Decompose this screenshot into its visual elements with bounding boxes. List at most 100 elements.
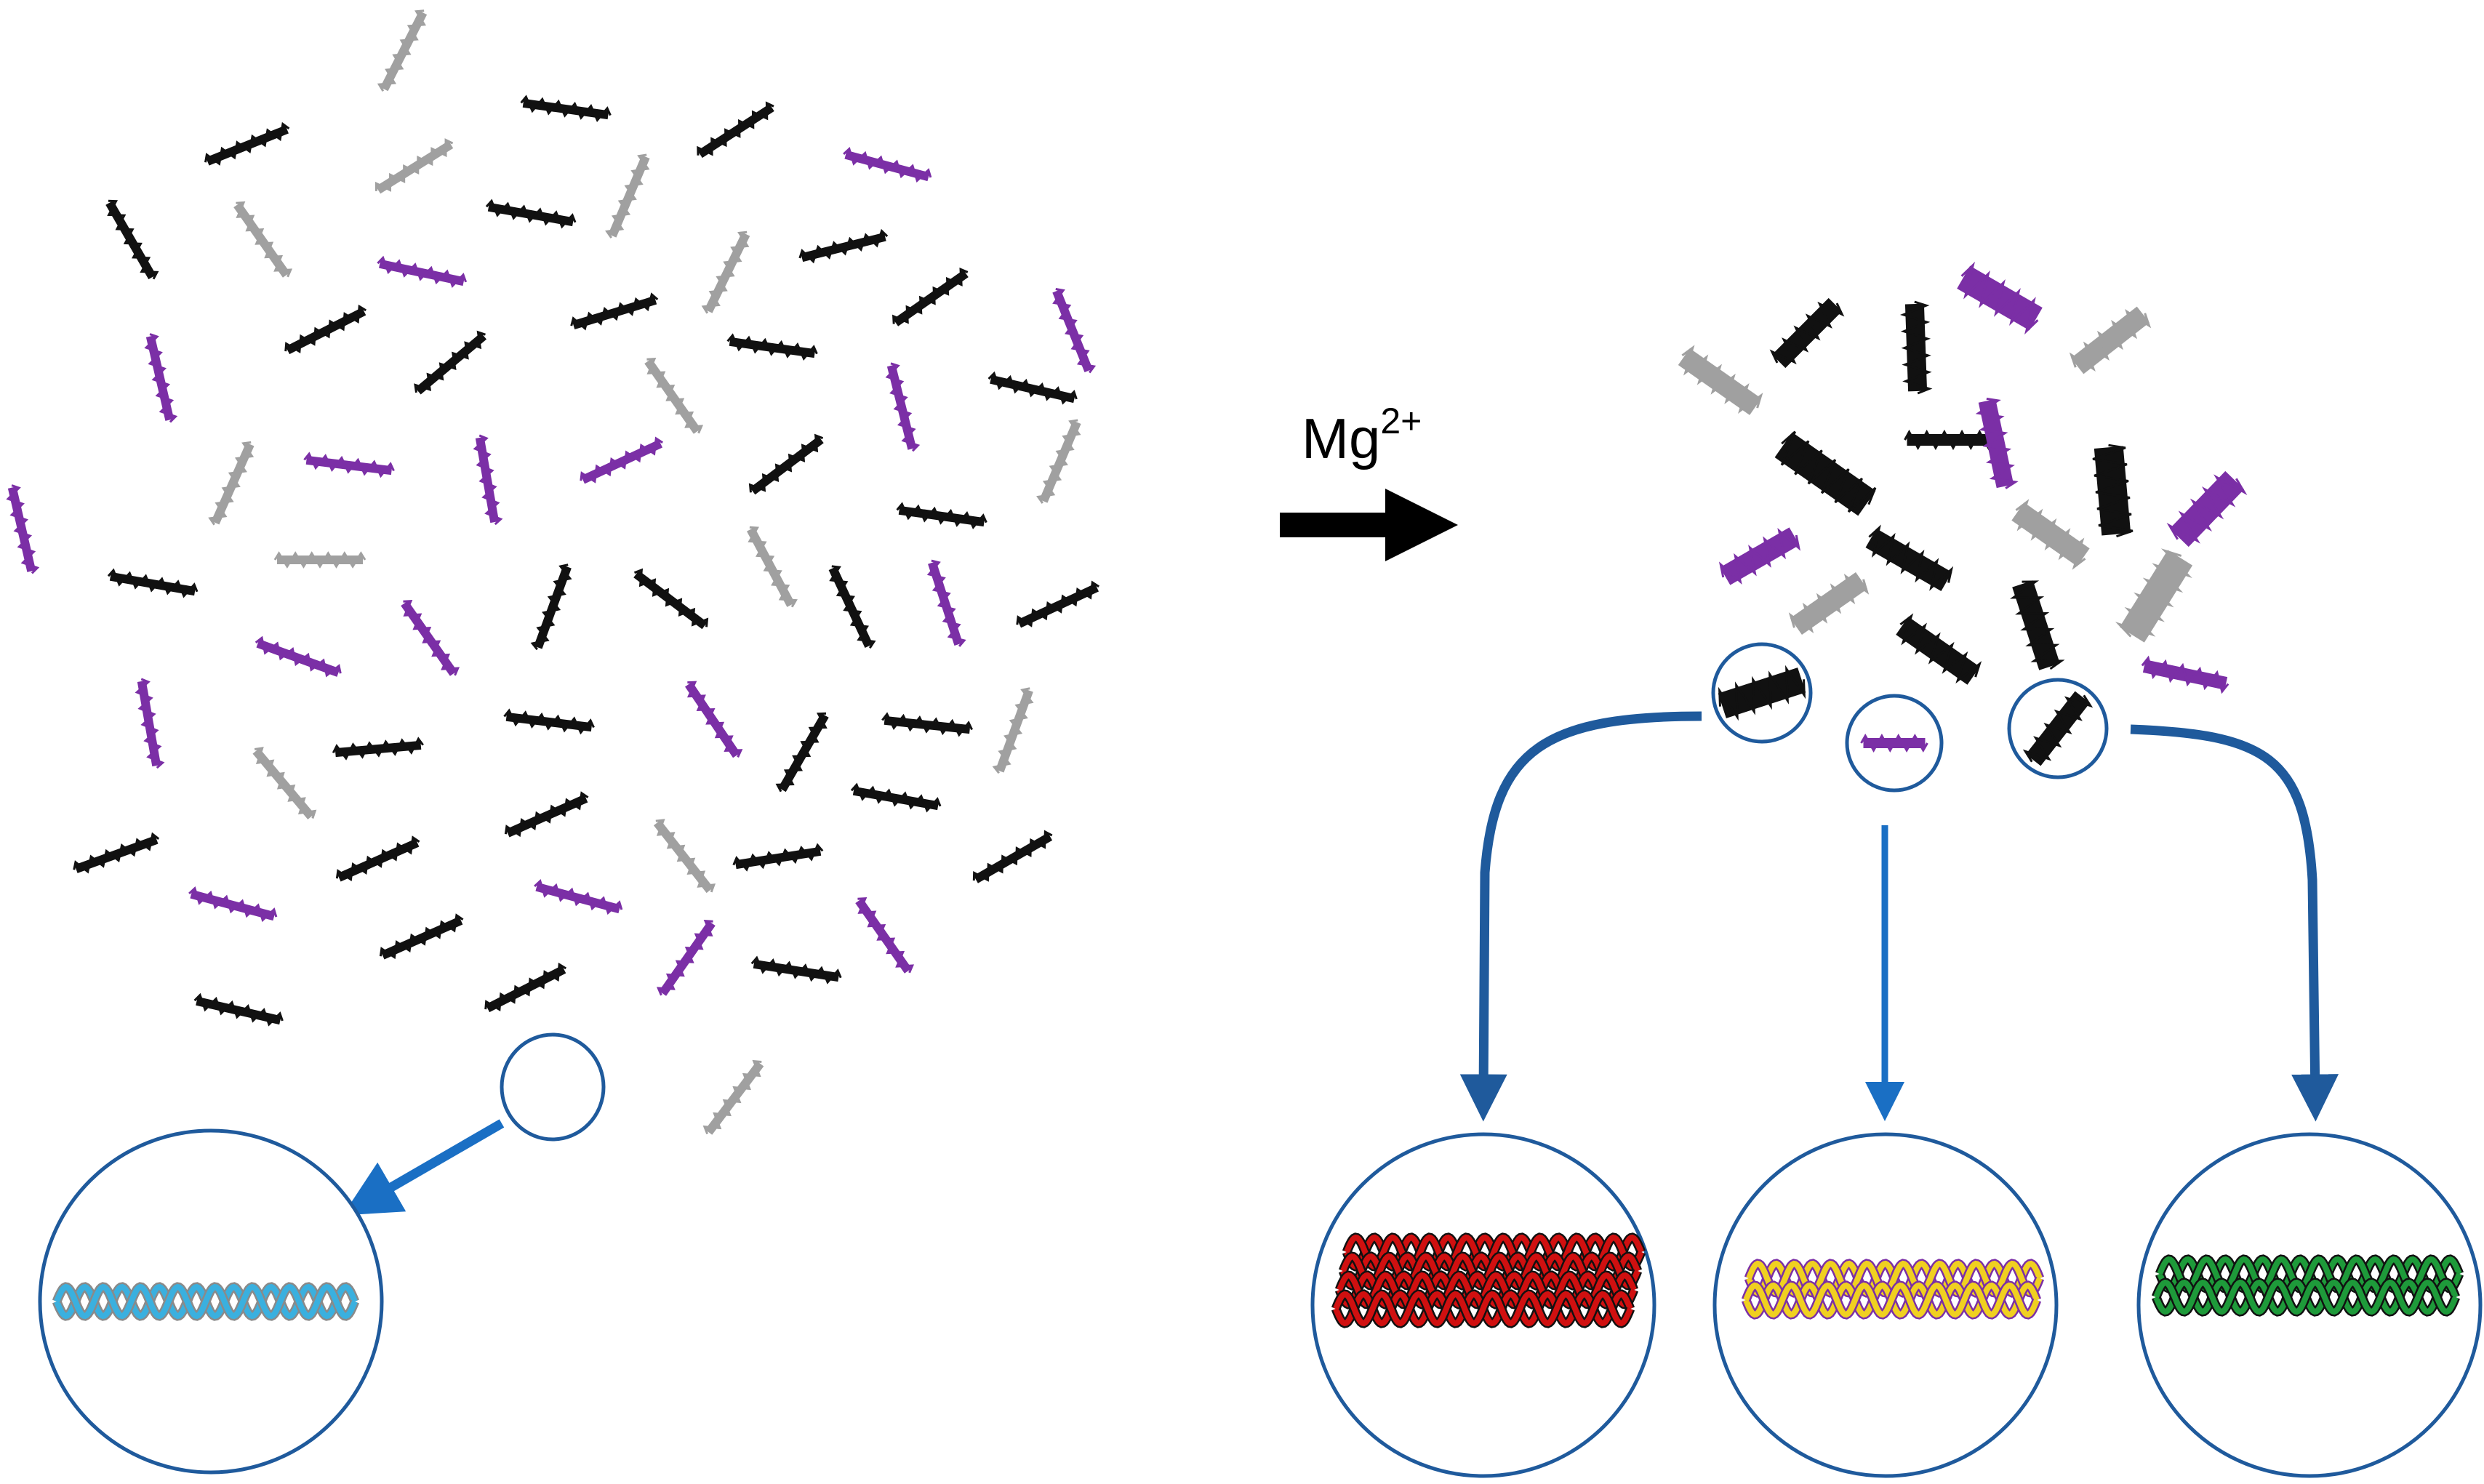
- dna-rod-4: [697, 101, 774, 159]
- dna-rod-60: [656, 920, 716, 996]
- dna-rod-34: [747, 526, 798, 608]
- dna-rod-12: [701, 230, 750, 314]
- dna-bundle-14: [1788, 571, 1870, 635]
- dna-rod-8: [233, 201, 293, 278]
- dna-rod-38: [1016, 580, 1100, 628]
- dna-rod-28: [748, 433, 824, 495]
- dna-rod-42: [135, 678, 165, 769]
- dna-bundle-8: [2092, 444, 2134, 538]
- selection-circle-black-bundle: [1711, 642, 1813, 744]
- dna-rod-44: [332, 737, 424, 761]
- dna-rod-33: [273, 551, 366, 569]
- dna-rod-24: [208, 441, 255, 526]
- reaction-arrow: [1280, 489, 1458, 561]
- dna-rod-22: [644, 358, 704, 434]
- dna-bundle-15: [1896, 613, 1982, 685]
- dna-rod-20: [144, 333, 178, 423]
- dna-rod-47: [775, 712, 829, 793]
- dna-rod-53: [653, 819, 716, 894]
- dna-rod-13: [798, 228, 889, 264]
- dna-rod-39: [255, 635, 342, 678]
- dna-rod-7: [105, 199, 159, 280]
- dna-bundle-17: [2115, 548, 2193, 643]
- small-selection-circle: [500, 1032, 606, 1142]
- dna-rod-59: [379, 913, 464, 960]
- dna-bundle-18: [2141, 655, 2229, 694]
- dna-rod-14: [284, 304, 367, 355]
- dna-rod-40: [401, 600, 460, 676]
- dna-bundle-6: [1904, 429, 1994, 451]
- dna-rod-48: [881, 712, 974, 737]
- dna-bundle-1: [1769, 297, 1845, 369]
- right-selection-circles: [1711, 642, 2109, 793]
- helix-strand: [1337, 1272, 1637, 1308]
- dna-bundle-12: [1865, 524, 1954, 591]
- zoom-arrow-left: [342, 1119, 505, 1216]
- dna-rod-36: [633, 568, 709, 630]
- dna-bundle-20: [1860, 733, 1928, 753]
- dna-rod-50: [73, 832, 160, 874]
- dna-rod-29: [896, 502, 987, 529]
- dna-rod-43: [252, 747, 317, 820]
- dna-bundle-4: [2069, 306, 2152, 374]
- right-zoom-circles: [1310, 1132, 2483, 1478]
- dna-rod-63: [193, 992, 284, 1027]
- dna-rod-56: [972, 830, 1053, 883]
- aggregated-dna-rods: [1678, 261, 2248, 766]
- dna-rod-41: [926, 559, 966, 647]
- dna-rod-61: [855, 897, 915, 974]
- dna-rod-19: [1052, 288, 1097, 374]
- dna-rod-26: [473, 434, 503, 526]
- dna-rod-6: [374, 138, 454, 194]
- helix-strand: [1333, 1291, 1633, 1327]
- single-helix-icon: [52, 1282, 359, 1321]
- dna-rod-16: [570, 292, 659, 331]
- dna-rod-32: [107, 568, 199, 598]
- dna-bundle-9: [1774, 430, 1877, 516]
- dna-bundle-3: [1957, 261, 2043, 335]
- dna-rod-62: [750, 955, 842, 984]
- dna-rod-2: [204, 121, 290, 166]
- dna-rod-9: [605, 153, 650, 238]
- left-zoom-callout: [38, 1032, 606, 1475]
- helix-strand: [1344, 1234, 1644, 1270]
- dna-rod-54: [850, 782, 942, 813]
- dispersed-dna-rods: [6, 9, 1100, 1135]
- red-triple-helix-icon: [1331, 1232, 1646, 1328]
- dna-rod-5: [843, 146, 932, 183]
- dna-rod-37: [828, 565, 876, 649]
- dna-rod-21: [987, 371, 1078, 405]
- dna-rod-65: [702, 1059, 764, 1135]
- dna-bundle-10: [2166, 470, 2248, 548]
- zoom-arrow-red: [1459, 711, 1702, 1122]
- green-double-helix-icon: [2152, 1254, 2464, 1317]
- dna-rod-31: [6, 484, 40, 574]
- dna-rod-49: [992, 687, 1034, 774]
- reagent-label: Mg2+: [1302, 401, 1422, 470]
- dna-rod-55: [732, 843, 824, 872]
- selection-circle-purple-bundle: [1845, 694, 1944, 793]
- dna-rod-15: [414, 330, 487, 395]
- dna-bundle-21: [2022, 691, 2094, 766]
- dna-bundle-2: [1899, 300, 1933, 395]
- dna-bundle-19: [1718, 665, 1806, 721]
- dna-bundle-16: [2010, 580, 2065, 670]
- yellow-double-helix-icon: [1741, 1259, 2045, 1320]
- selection-circle-tilted-bundle: [2007, 678, 2109, 779]
- dna-rod-11: [377, 255, 468, 288]
- dna-rod-27: [580, 436, 664, 484]
- helix-strand: [2153, 1279, 2459, 1315]
- helix-strand: [1340, 1253, 1640, 1289]
- dna-bundle-5: [1678, 345, 1763, 415]
- dna-rod-51: [335, 835, 420, 882]
- dna-rod-17: [892, 267, 969, 326]
- dna-bundle-7: [1975, 397, 2019, 489]
- dna-rod-3: [520, 95, 612, 122]
- dna-rod-52: [504, 791, 589, 838]
- dna-bundle-11: [1718, 527, 1801, 585]
- zoom-arrow-green: [2130, 724, 2339, 1122]
- dna-rod-58: [534, 878, 623, 915]
- dna-rod-25: [303, 452, 395, 478]
- dna-rod-35: [530, 563, 572, 651]
